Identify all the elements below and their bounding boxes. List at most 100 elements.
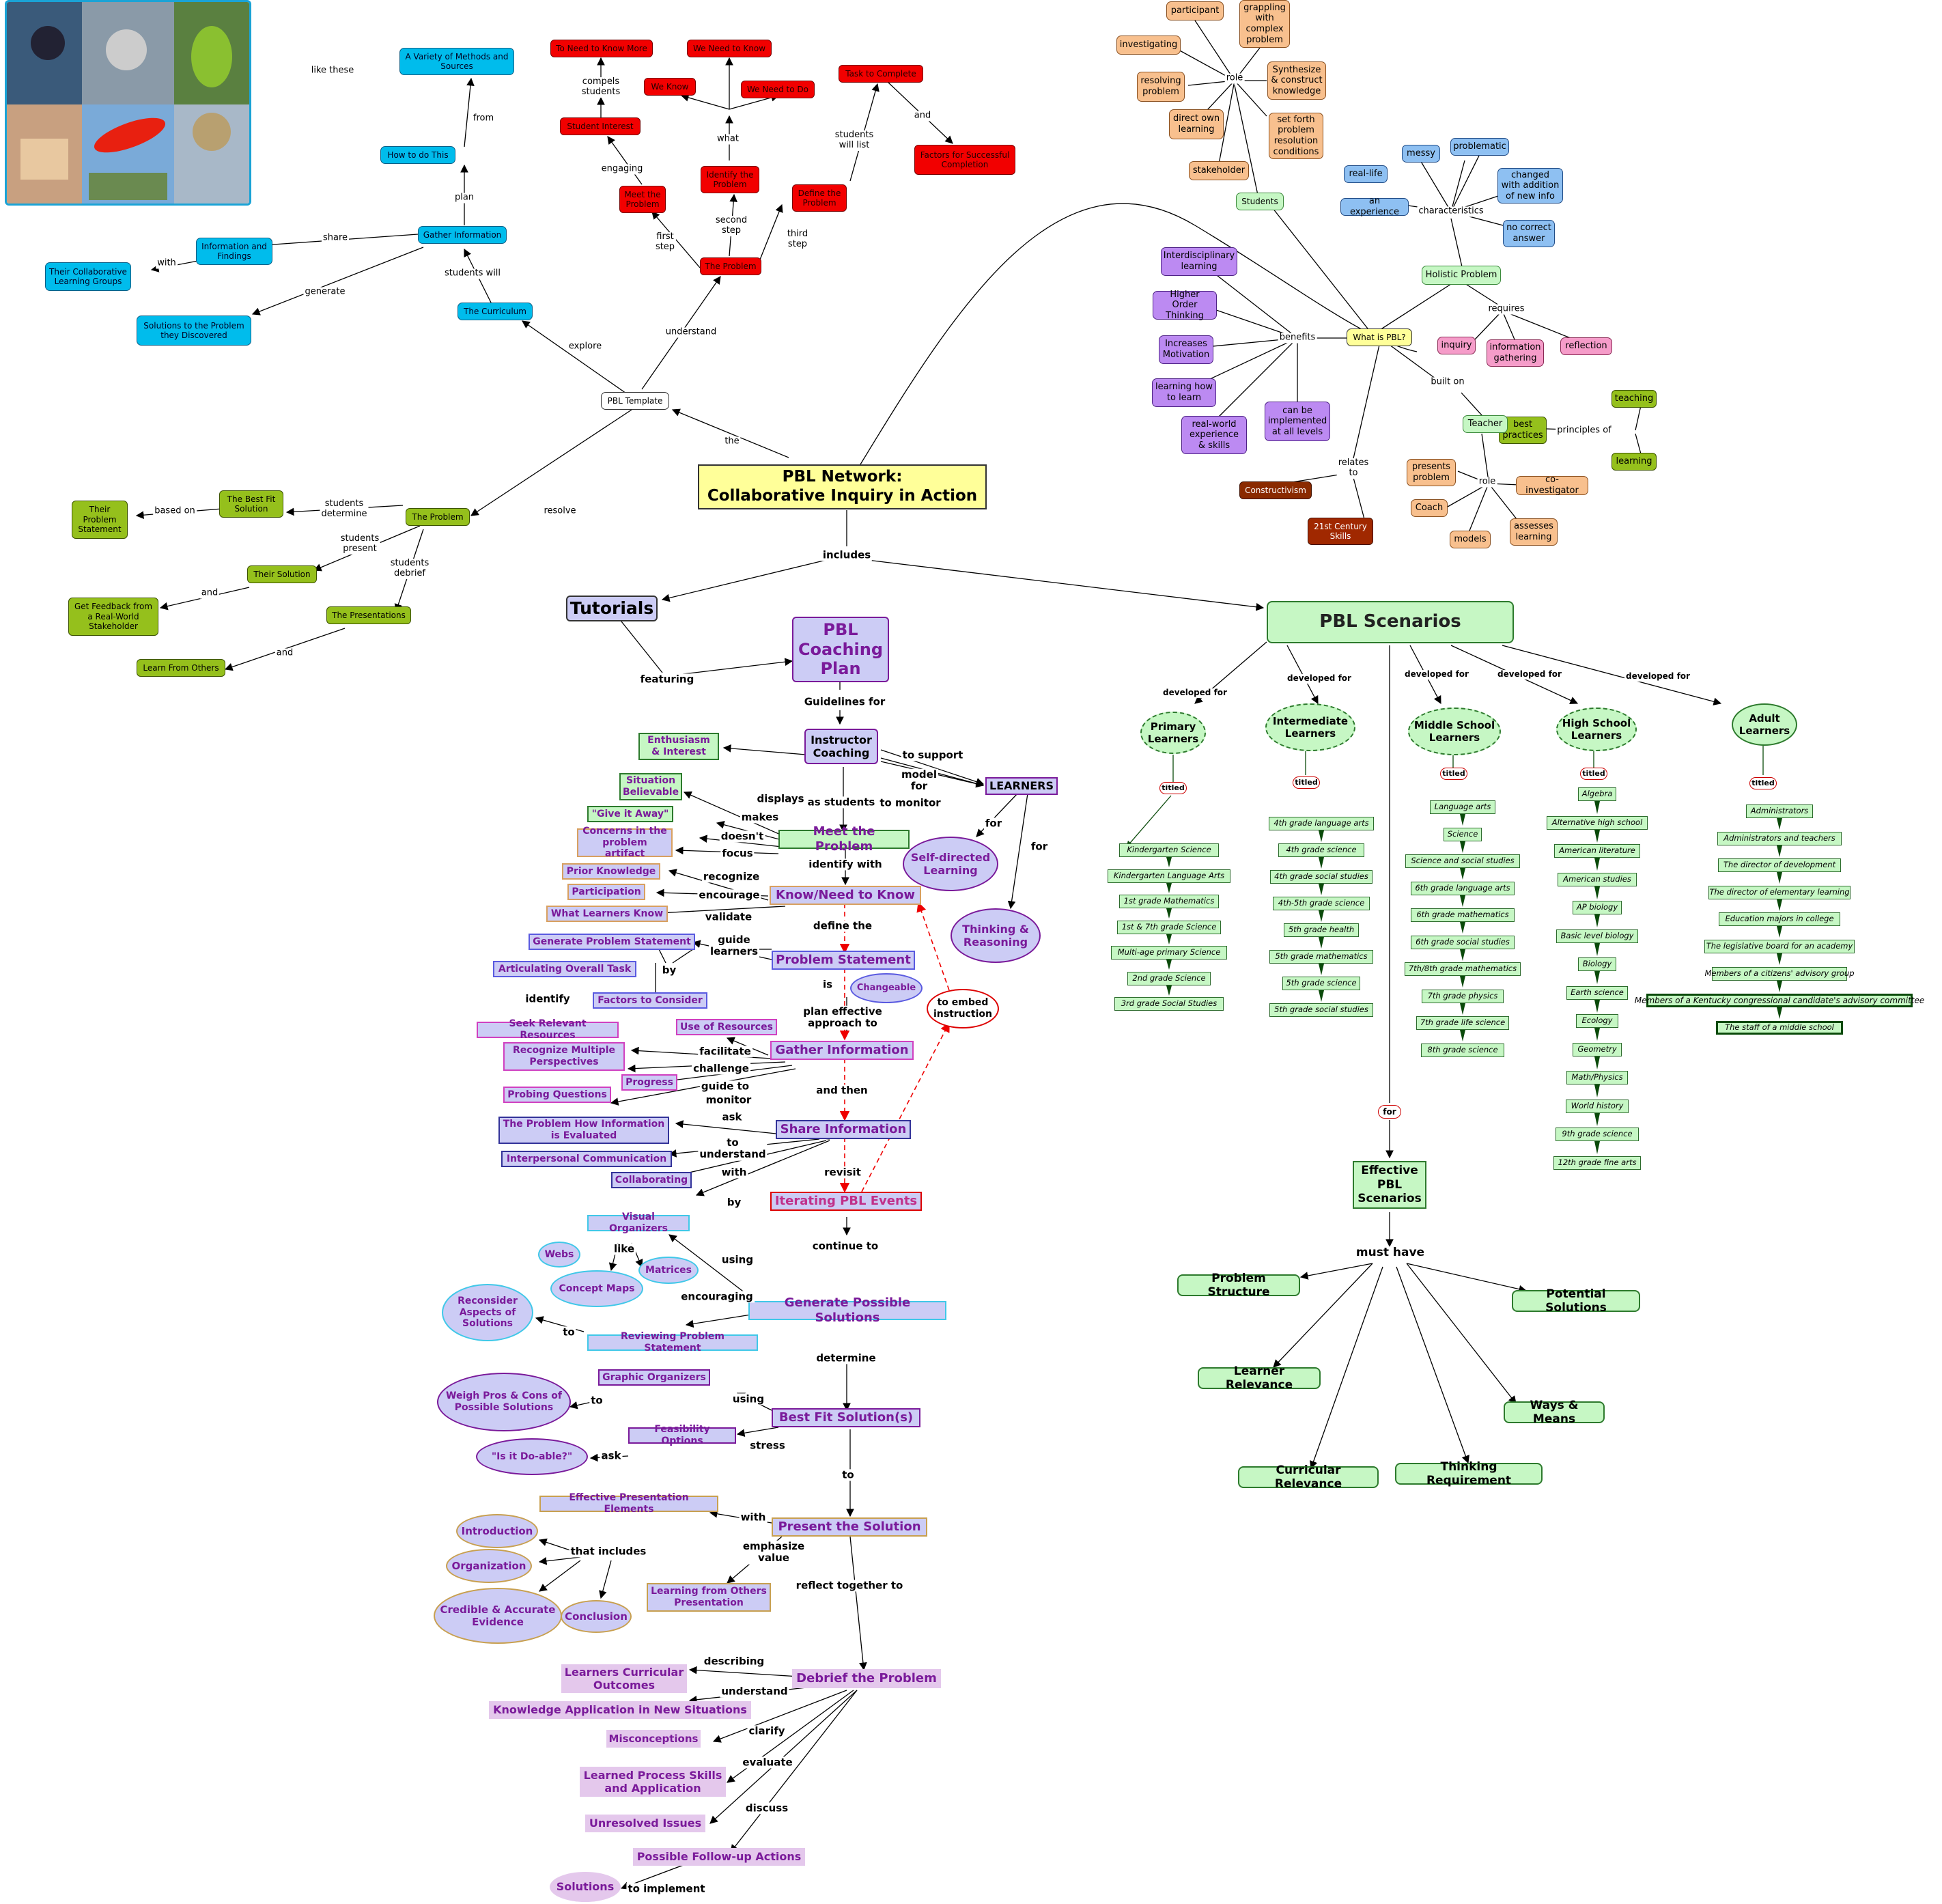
scenario-title[interactable]: 5th grade social studies	[1269, 1003, 1373, 1017]
solutions-discovered-node[interactable]: Solutions to the Problem they Discovered	[137, 316, 251, 346]
effective-pres-node[interactable]: Effective Presentation Elements	[539, 1492, 718, 1515]
presentations-node[interactable]: The Presentations	[326, 606, 411, 624]
scenario-title[interactable]: American literature	[1554, 844, 1640, 858]
graphic-organizers-node[interactable]: Graphic Organizers	[598, 1369, 710, 1386]
know-need-node[interactable]: Know/Need to Know	[770, 886, 921, 905]
seek-resources-node[interactable]: Seek Relevant Resources	[477, 1018, 619, 1041]
scenario-title[interactable]: Members of a citizens' advisory group	[1704, 966, 1855, 981]
thinking-requirement-node[interactable]: Thinking Requirement	[1395, 1460, 1543, 1487]
synthesize-node[interactable]: Synthesize & construct knowledge	[1267, 61, 1326, 100]
middle-learners-node[interactable]: Middle School Learners	[1408, 708, 1501, 755]
their-problem-statement-node[interactable]: Their Problem Statement	[72, 501, 128, 539]
scenario-title[interactable]: Earth science	[1566, 985, 1628, 1000]
constructivism-node[interactable]: Constructivism	[1239, 481, 1312, 499]
stakeholder-node[interactable]: stakeholder	[1189, 161, 1249, 180]
holistic-problem-node[interactable]: Holistic Problem	[1422, 266, 1501, 285]
learner-relevance-node[interactable]: Learner Relevance	[1198, 1364, 1321, 1392]
to-embed-node[interactable]: to embed instruction	[927, 989, 999, 1028]
factors-success-node[interactable]: Factors for Successful Completion	[914, 145, 1015, 175]
visual-organizers-node[interactable]: Visual Organizers	[587, 1212, 690, 1234]
teacher-node[interactable]: Teacher	[1463, 415, 1508, 433]
reconsider-node[interactable]: Reconsider Aspects of Solutions	[442, 1284, 533, 1341]
coach-node[interactable]: Coach	[1411, 499, 1448, 517]
scenario-title[interactable]: Administrators	[1746, 804, 1813, 818]
probing-node[interactable]: Probing Questions	[503, 1087, 611, 1103]
task-to-complete-node[interactable]: Task to Complete	[839, 65, 923, 83]
scenario-title[interactable]: Ecology	[1576, 1014, 1618, 1028]
weigh-node[interactable]: Weigh Pros & Cons of Possible Solutions	[437, 1373, 571, 1431]
scenario-title[interactable]: 1st & 7th grade Science	[1117, 920, 1221, 934]
direct-own-node[interactable]: direct own learning	[1169, 109, 1224, 139]
tutorials-node[interactable]: Tutorials	[566, 596, 658, 621]
factors-consider-node[interactable]: Factors to Consider	[593, 992, 707, 1009]
adult-learners-node[interactable]: Adult Learners	[1732, 703, 1797, 746]
scenario-title[interactable]: 2nd grade Science	[1127, 971, 1211, 985]
feedback-node[interactable]: Get Feedback from a Real-World Stakehold…	[68, 598, 158, 636]
potential-solutions-node[interactable]: Potential Solutions	[1512, 1287, 1640, 1315]
concept-maps-node[interactable]: Concept Maps	[550, 1270, 643, 1307]
scenario-title[interactable]: Geometry	[1573, 1042, 1622, 1056]
scenario-title[interactable]: The director of elementary learning	[1708, 885, 1850, 899]
best-fit-solutions-node[interactable]: Best Fit Solution(s)	[772, 1408, 920, 1427]
grappling-node[interactable]: grappling with complex problem	[1239, 0, 1290, 48]
gather-info-node[interactable]: Gather Information	[770, 1041, 914, 1060]
set-forth-node[interactable]: set forth problem resolution conditions	[1269, 113, 1323, 159]
scenario-title[interactable]: 4th grade social studies	[1270, 870, 1373, 884]
scenario-title[interactable]: Algebra	[1578, 787, 1616, 801]
scenario-title[interactable]: Language arts	[1430, 800, 1495, 814]
misconceptions-node[interactable]: Misconceptions	[606, 1730, 701, 1748]
organization-node[interactable]: Organization	[446, 1549, 532, 1583]
scenario-title[interactable]: 9th grade science	[1556, 1128, 1639, 1141]
what-is-pbl-node[interactable]: What is PBL?	[1347, 328, 1412, 346]
participant-node[interactable]: participant	[1166, 1, 1224, 20]
self-directed-node[interactable]: Self-directed Learning	[903, 837, 998, 891]
learners-node[interactable]: LEARNERS	[985, 777, 1058, 795]
generate-solutions-node[interactable]: Generate Possible Solutions	[748, 1296, 946, 1325]
we-need-to-do-node[interactable]: We Need to Do	[741, 81, 815, 98]
effective-scenarios-node[interactable]: Effective PBL Scenarios	[1353, 1161, 1426, 1209]
student-interest-node[interactable]: Student Interest	[560, 117, 641, 135]
progress-node[interactable]: Progress	[621, 1074, 677, 1091]
variety-methods-node[interactable]: A Variety of Methods and Sources	[399, 48, 514, 75]
their-solution-node[interactable]: Their Solution	[247, 565, 317, 583]
co-investigator-node[interactable]: co-investigator	[1516, 475, 1588, 496]
introduction-node[interactable]: Introduction	[456, 1514, 538, 1548]
scenario-title[interactable]: 3rd grade Social Studies	[1114, 997, 1224, 1011]
pbl-scenarios-node[interactable]: PBL Scenarios	[1267, 601, 1514, 643]
ways-means-node[interactable]: Ways & Means	[1504, 1399, 1605, 1426]
feasibility-node[interactable]: Feasibility Options	[628, 1424, 736, 1446]
changed-node[interactable]: changed with addition of new info	[1497, 168, 1563, 204]
coaching-plan-node[interactable]: PBL Coaching Plan	[792, 617, 889, 682]
interpersonal-node[interactable]: Interpersonal Communication	[501, 1151, 672, 1167]
messy-node[interactable]: messy	[1402, 145, 1440, 163]
knowledge-app-node[interactable]: Knowledge Application in New Situations	[489, 1701, 751, 1719]
what-learners-know-node[interactable]: What Learners Know	[546, 906, 668, 922]
share-info-node[interactable]: Share Information	[776, 1120, 911, 1139]
we-need-to-know-node[interactable]: We Need to Know	[687, 40, 772, 57]
concerns-node[interactable]: Concerns in the problem artifact	[577, 826, 673, 859]
believable-node[interactable]: Situation Believable	[619, 773, 682, 800]
changeable-node[interactable]: Changeable	[850, 973, 923, 1003]
scenario-title[interactable]: World history	[1566, 1099, 1629, 1113]
scenario-title[interactable]: 6th grade social studies	[1411, 935, 1515, 949]
implemented-node[interactable]: can be implemented at all levels	[1265, 402, 1330, 441]
scenario-title[interactable]: 7th grade physics	[1422, 989, 1504, 1003]
increases-motivation-node[interactable]: Increases Motivation	[1159, 335, 1213, 364]
conclusion-node[interactable]: Conclusion	[561, 1600, 632, 1633]
assesses-node[interactable]: assesses learning	[1510, 518, 1558, 546]
thinking-reasoning-node[interactable]: Thinking & Reasoning	[951, 908, 1041, 963]
real-world-node[interactable]: real-world experience & skills	[1181, 416, 1247, 454]
scenario-title[interactable]: American studies	[1558, 872, 1637, 886]
curriculum-node[interactable]: The Curriculum	[458, 303, 533, 320]
scenario-title[interactable]: Biology	[1578, 957, 1616, 971]
scenario-title[interactable]: Alternative high school	[1547, 815, 1648, 830]
enthusiasm-node[interactable]: Enthusiasm & Interest	[638, 733, 719, 760]
doable-node[interactable]: "Is it Do-able?"	[476, 1438, 588, 1475]
curricular-relevance-node[interactable]: Curricular Relevance	[1238, 1464, 1379, 1491]
need-know-more-node[interactable]: To Need to Know More	[550, 40, 653, 57]
scenario-title[interactable]: Kindergarten Science	[1119, 843, 1219, 857]
problem-structure-node[interactable]: Problem Structure	[1177, 1272, 1300, 1299]
investigating-node[interactable]: investigating	[1116, 36, 1181, 55]
scenario-title[interactable]: Basic level biology	[1556, 929, 1638, 943]
scenario-title[interactable]: Kindergarten Language Arts	[1108, 869, 1230, 883]
